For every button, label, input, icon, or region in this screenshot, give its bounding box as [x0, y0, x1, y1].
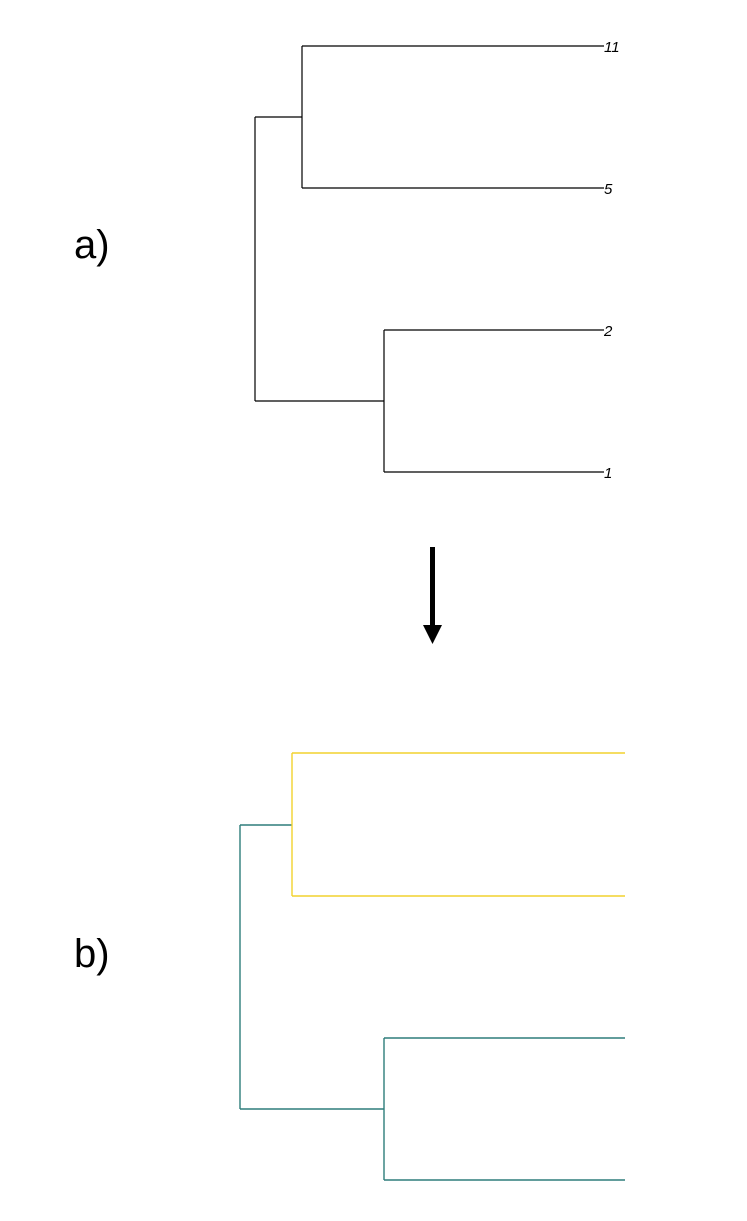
tip-label-5: 5: [604, 181, 613, 198]
down-arrow-icon: [423, 547, 442, 644]
panel-b-label: b): [74, 932, 110, 976]
panel-a-label: a): [74, 223, 110, 267]
tree-a: [254, 45, 604, 473]
tip-label-2: 2: [603, 323, 613, 340]
tree-b: [239, 752, 625, 1181]
tip-label-1: 1: [604, 465, 612, 482]
tip-label-11: 11: [604, 39, 620, 56]
